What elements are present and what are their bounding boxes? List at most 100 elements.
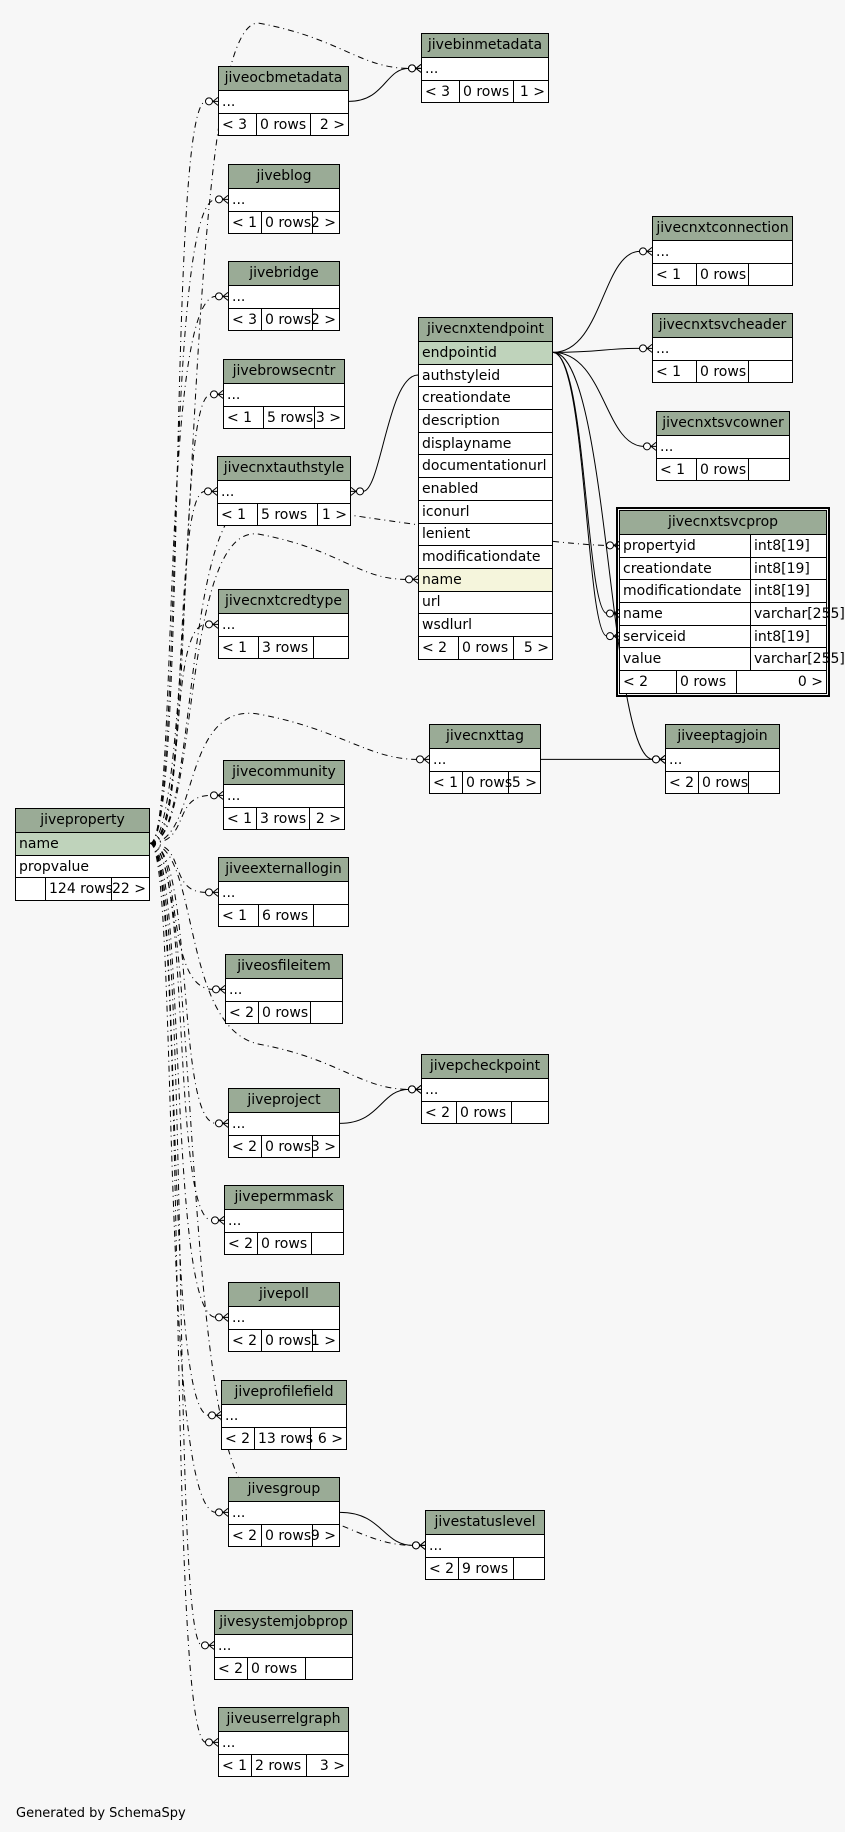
table-title[interactable]: jiveuserrelgraph [219,1708,348,1732]
child-count[interactable]: 2 > [310,311,336,328]
collapsed-columns[interactable]: ... [225,1210,343,1233]
child-count[interactable]: 1 > [321,506,347,523]
collapsed-columns[interactable]: ... [224,384,344,407]
table-title[interactable]: jivebridge [229,262,339,286]
table-title[interactable]: jiveexternallogin [219,858,348,882]
child-count[interactable] [512,1102,548,1124]
table-title[interactable]: jivecommunity [224,761,344,785]
table-title[interactable]: jivepoll [229,1283,339,1307]
column-lenient[interactable]: lenient [419,524,552,547]
column-creationdate[interactable]: creationdate [419,387,552,411]
child-count[interactable] [314,905,348,927]
collapsed-columns[interactable]: ... [422,1079,548,1102]
parent-count[interactable]: < 2 [229,1135,262,1158]
collapsed-columns[interactable]: ... [229,286,339,309]
child-count[interactable] [311,1002,342,1024]
table-title[interactable]: jivebinmetadata [422,34,548,58]
collapsed-columns[interactable]: ... [229,1502,339,1525]
table-title[interactable]: jiveocbmetadata [219,67,348,91]
collapsed-columns[interactable]: ... [653,338,792,361]
child-count[interactable]: 3 > [315,409,341,426]
parent-count[interactable]: < 1 [219,1754,252,1777]
collapsed-columns[interactable]: ... [215,1635,352,1658]
column-modificationdate[interactable]: modificationdate [419,546,552,569]
column-name[interactable]: name [16,833,149,856]
table-title[interactable]: jiveosfileitem [226,955,342,979]
parent-count[interactable]: < 1 [653,263,697,286]
parent-count[interactable]: < 1 [657,458,697,481]
child-count[interactable]: 22 > [112,881,146,898]
collapsed-columns[interactable]: ... [426,1535,544,1558]
child-count[interactable]: 9 > [310,1527,336,1544]
collapsed-columns[interactable]: ... [229,1113,339,1136]
column-endpointid[interactable]: endpointid [419,342,552,365]
parent-count[interactable]: < 2 [225,1232,258,1255]
column-enabled[interactable]: enabled [419,478,552,501]
parent-count[interactable]: < 1 [653,360,697,383]
table-title[interactable]: jivepermmask [225,1186,343,1210]
table-title[interactable]: jiveblog [229,165,339,189]
child-count[interactable] [314,637,348,659]
parent-count[interactable]: < 2 [222,1427,255,1450]
table-title[interactable]: jivecnxtauthstyle [218,457,350,481]
collapsed-columns[interactable]: ... [219,91,348,114]
parent-count[interactable]: < 2 [229,1329,262,1352]
collapsed-columns[interactable]: ... [219,614,348,637]
collapsed-columns[interactable]: ... [653,241,792,264]
table-title[interactable]: jivesystemjobprop [215,1611,352,1635]
parent-count[interactable]: < 3 [422,80,460,103]
collapsed-columns[interactable]: ... [218,481,350,504]
parent-count[interactable]: < 2 [419,636,459,659]
parent-count[interactable]: < 2 [229,1524,262,1547]
column-propvalue[interactable]: propvalue [16,856,149,879]
child-count[interactable] [749,772,779,794]
column-description[interactable]: description [419,410,552,433]
parent-count[interactable]: < 2 [422,1101,457,1124]
parent-count[interactable]: < 1 [229,211,262,234]
child-count[interactable]: 1 > [519,83,545,100]
parent-count[interactable]: < 1 [219,636,259,659]
collapsed-columns[interactable]: ... [222,1405,346,1428]
child-count[interactable]: 5 > [523,639,549,656]
table-title[interactable]: jiveprofilefield [222,1381,346,1405]
child-count[interactable]: 0 > [797,673,823,690]
table-title[interactable]: jivecnxtsvcheader [653,314,792,338]
child-count[interactable]: 2 > [310,214,336,231]
parent-count[interactable]: < 1 [224,807,257,830]
child-count[interactable]: 6 > [317,1430,343,1447]
collapsed-columns[interactable]: ... [226,979,342,1002]
table-title[interactable]: jivebrowsecntr [224,360,344,384]
table-title[interactable]: jivecnxtsvcprop [620,511,826,535]
parent-count[interactable] [16,878,46,901]
parent-count[interactable]: < 2 [215,1657,248,1680]
child-count[interactable]: 2 > [315,810,341,827]
parent-count[interactable]: < 3 [219,113,257,136]
table-title[interactable]: jivestatuslevel [426,1511,544,1535]
column-url[interactable]: url [419,592,552,615]
collapsed-columns[interactable]: ... [224,785,344,808]
